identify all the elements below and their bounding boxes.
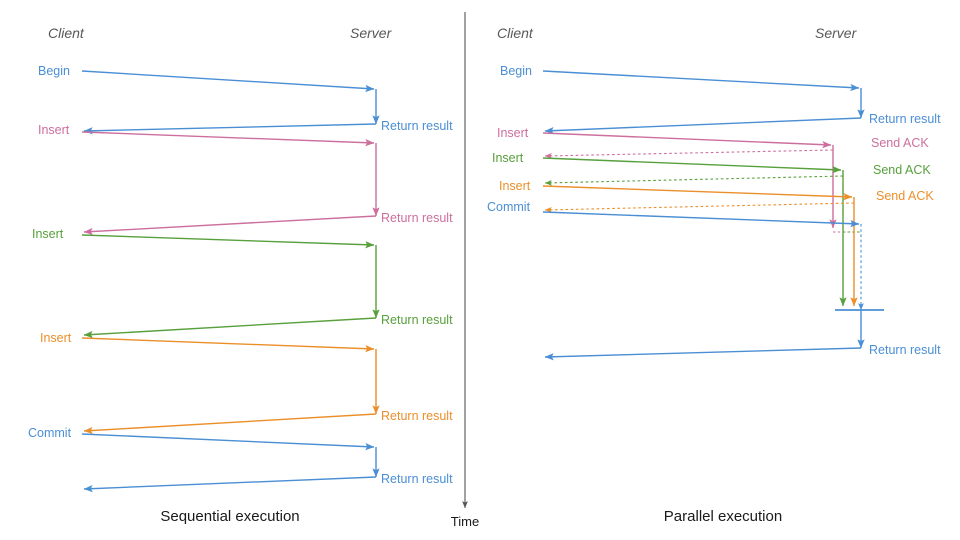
sequential-insert3-request <box>81 337 375 353</box>
parallel-commit-request <box>542 211 860 228</box>
sequential-server-event-3: Return result <box>381 409 453 423</box>
parallel-caption: Parallel execution <box>664 508 782 525</box>
sequential-server-lane-label: Server <box>350 25 393 41</box>
sequential-begin-reply <box>83 123 377 135</box>
sequential-client-event-0-begin: Begin <box>38 64 70 78</box>
parallel-server-event-1: Send ACK <box>871 136 929 150</box>
parallel-insert1-request <box>542 132 832 149</box>
parallel-client-event-2-insert: Insert <box>492 151 524 165</box>
parallel-insert3-ack <box>544 202 855 213</box>
parallel-commit-reply <box>544 347 862 361</box>
sequential-server-event-4: Return result <box>381 472 453 486</box>
parallel-begin-request <box>542 70 860 92</box>
parallel-begin-reply <box>544 117 862 135</box>
sequential-caption: Sequential execution <box>160 508 299 525</box>
parallel-client-event-1-insert: Insert <box>497 126 529 140</box>
sequential-server-event-2: Return result <box>381 313 453 327</box>
parallel-server-event-3: Send ACK <box>876 189 934 203</box>
time-axis-label: Time <box>451 514 479 529</box>
parallel-insert1-ack <box>544 149 834 159</box>
parallel-client-lane-label: Client <box>497 25 534 41</box>
sequential-client-event-4-commit: Commit <box>28 426 72 440</box>
parallel-insert2-request <box>542 157 842 174</box>
messages-layer <box>81 70 884 493</box>
sequential-insert1-reply <box>83 215 377 236</box>
sequential-client-event-1-insert: Insert <box>38 123 70 137</box>
sequential-commit-request <box>81 433 375 451</box>
sequential-client-lane-label: Client <box>48 25 85 41</box>
parallel-server-event-4: Return result <box>869 343 941 357</box>
sequential-insert2-reply <box>83 317 377 339</box>
parallel-insert3-request <box>542 185 853 201</box>
sequential-insert2-request <box>81 234 375 249</box>
parallel-client-event-4-commit: Commit <box>487 200 531 214</box>
time-axis-layer: Time <box>451 12 479 529</box>
parallel-client-event-0-begin: Begin <box>500 64 532 78</box>
sequential-server-event-0: Return result <box>381 119 453 133</box>
parallel-insert2-ack <box>544 175 844 186</box>
sequential-insert1-request <box>81 131 375 147</box>
sequential-client-event-3-insert: Insert <box>40 331 72 345</box>
parallel-client-event-3-insert: Insert <box>499 179 531 193</box>
parallel-server-lane-label: Server <box>815 25 858 41</box>
sequential-client-event-2-insert: Insert <box>32 227 64 241</box>
parallel-server-event-2: Send ACK <box>873 163 931 177</box>
parallel-server-event-0: Return result <box>869 112 941 126</box>
sequential-begin-request <box>81 70 375 93</box>
sequential-server-event-1: Return result <box>381 211 453 225</box>
sequential-commit-reply <box>83 476 377 493</box>
sequential-insert3-reply <box>83 413 377 435</box>
